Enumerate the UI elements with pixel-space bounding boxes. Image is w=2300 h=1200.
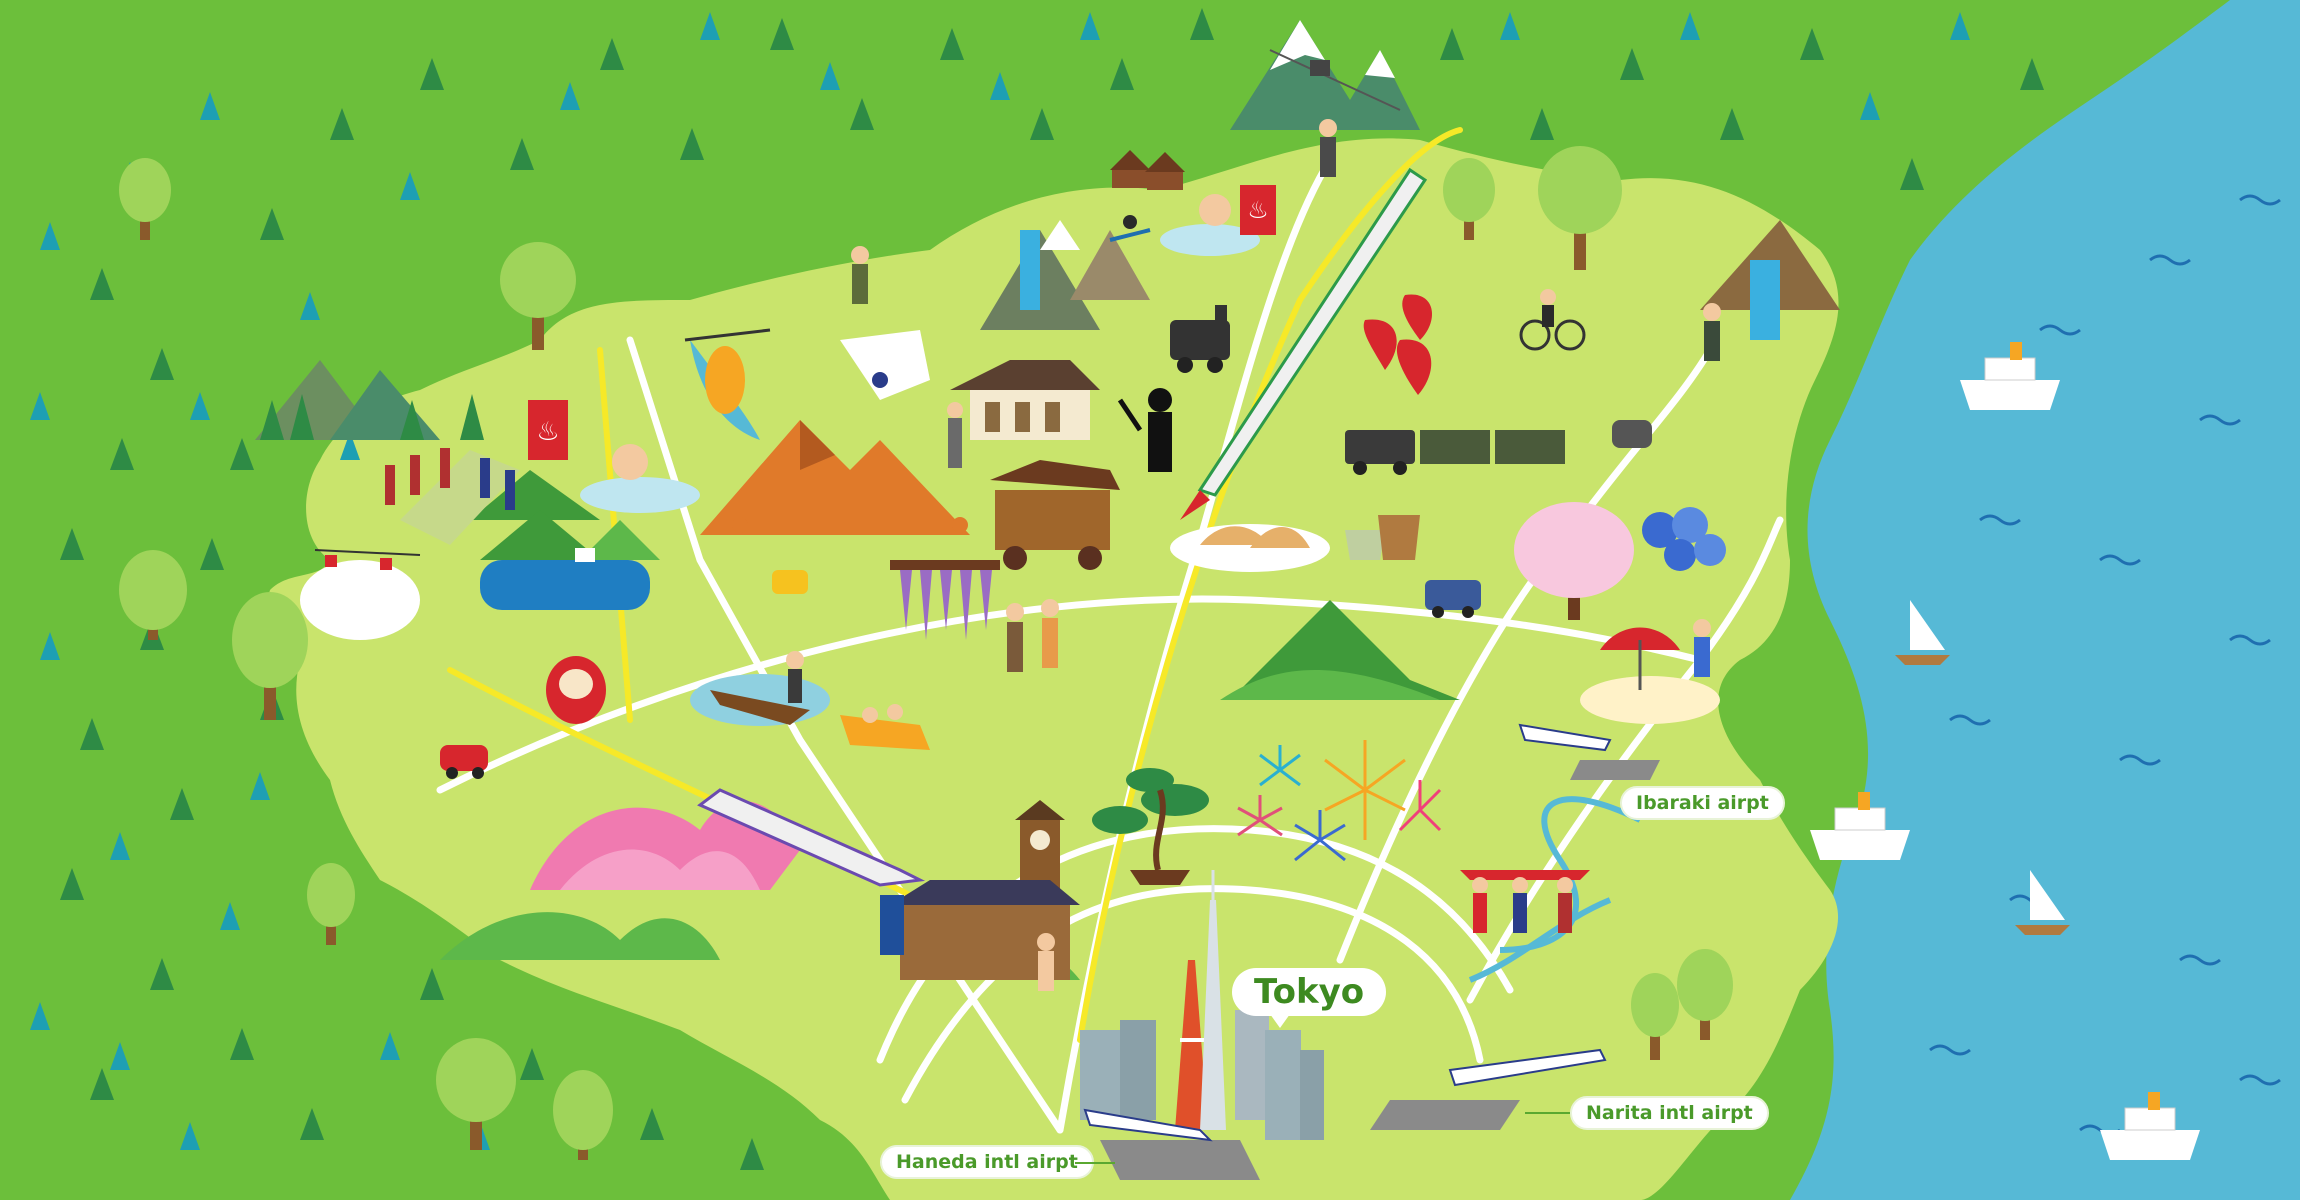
rafting-icon: [840, 704, 930, 750]
sailboat-icon: [1895, 600, 2070, 935]
wisteria-icon: [890, 560, 1000, 640]
cable-car-icon: [1310, 60, 1330, 76]
skier-icon: [840, 330, 930, 400]
cherry-blossom-icon: [1514, 502, 1634, 620]
person-icon: [947, 402, 963, 468]
kayak-icon: [684, 328, 771, 440]
cable-car-icon: [300, 549, 421, 640]
ship-icon: [1810, 342, 2200, 1160]
hot-spring-icon: ♨: [528, 400, 700, 513]
tokyo-label: Tokyo: [1232, 968, 1387, 1028]
ibaraki-airport-label: Ibaraki airpt: [1620, 786, 1785, 820]
skytree-icon: [1200, 870, 1226, 1130]
narita-label-leader: [1525, 1112, 1570, 1114]
rice-planting-icon: [385, 448, 520, 545]
lake-icon: [480, 510, 660, 610]
deciduous-tree-icon: [119, 146, 1733, 1160]
sea: [1790, 0, 2300, 1200]
svg-text:♨: ♨: [536, 417, 559, 447]
tokyo-skyline-icon: [1080, 1010, 1324, 1140]
forest-trees: [30, 8, 2044, 1170]
mountain-forest-icon: [255, 360, 484, 440]
skier-icon: [1109, 215, 1151, 242]
morning-glory-icon: [1642, 507, 1726, 571]
old-shop-icon: [880, 880, 1080, 991]
waterfall-icon: [1700, 220, 1840, 340]
runway-icon: [1100, 760, 1660, 1180]
hot-spring-icon: ♨: [1160, 185, 1276, 256]
haneda-label-leader: [1075, 1162, 1115, 1164]
hiker-icon: [851, 119, 1337, 304]
tokyo-tower-icon: [1175, 960, 1208, 1130]
ninja-icon: [1117, 388, 1172, 472]
airplane-icon: [1083, 723, 1612, 1142]
haneda-airport-label: Haneda intl airpt: [880, 1145, 1094, 1179]
volcano-icon: [700, 420, 970, 535]
svg-text:♨: ♨: [1247, 196, 1269, 224]
temple-icon: [950, 360, 1100, 440]
bonsai-icon: [1092, 768, 1209, 885]
beach-umbrella-icon: [1580, 619, 1720, 724]
steam-train-icon: [1345, 430, 1565, 475]
daruma-icon: [546, 656, 606, 724]
cabin-icon: [1110, 150, 1185, 190]
waterfall-icon: [980, 220, 1150, 330]
tea-cup-icon: [1345, 515, 1420, 560]
strawberry-icon: [1363, 294, 1432, 395]
gyoza-icon: [1170, 524, 1330, 572]
car-icon: [772, 570, 808, 594]
car-icon: [1612, 420, 1652, 448]
cyclist-icon: [1519, 289, 1586, 351]
van-icon: [1425, 580, 1481, 618]
bullet-train-icon: [697, 788, 926, 887]
fireworks-icon: [1237, 740, 1442, 862]
person-icon: [1006, 599, 1059, 672]
narita-airport-label: Narita intl airpt: [1570, 1096, 1769, 1130]
snowy-mountain-icon: [1230, 20, 1420, 130]
steam-train-icon: [1170, 305, 1230, 373]
hiker-icon: [1703, 303, 1721, 361]
canoe-carriers-icon: [1460, 870, 1590, 933]
pink-moss-hill-icon: [530, 801, 800, 890]
festival-float-icon: [990, 460, 1120, 570]
boat-icon: [690, 651, 830, 726]
rivers: [1468, 796, 1642, 983]
car-icon: [440, 745, 488, 779]
bullet-train-icon: [1180, 167, 1428, 520]
